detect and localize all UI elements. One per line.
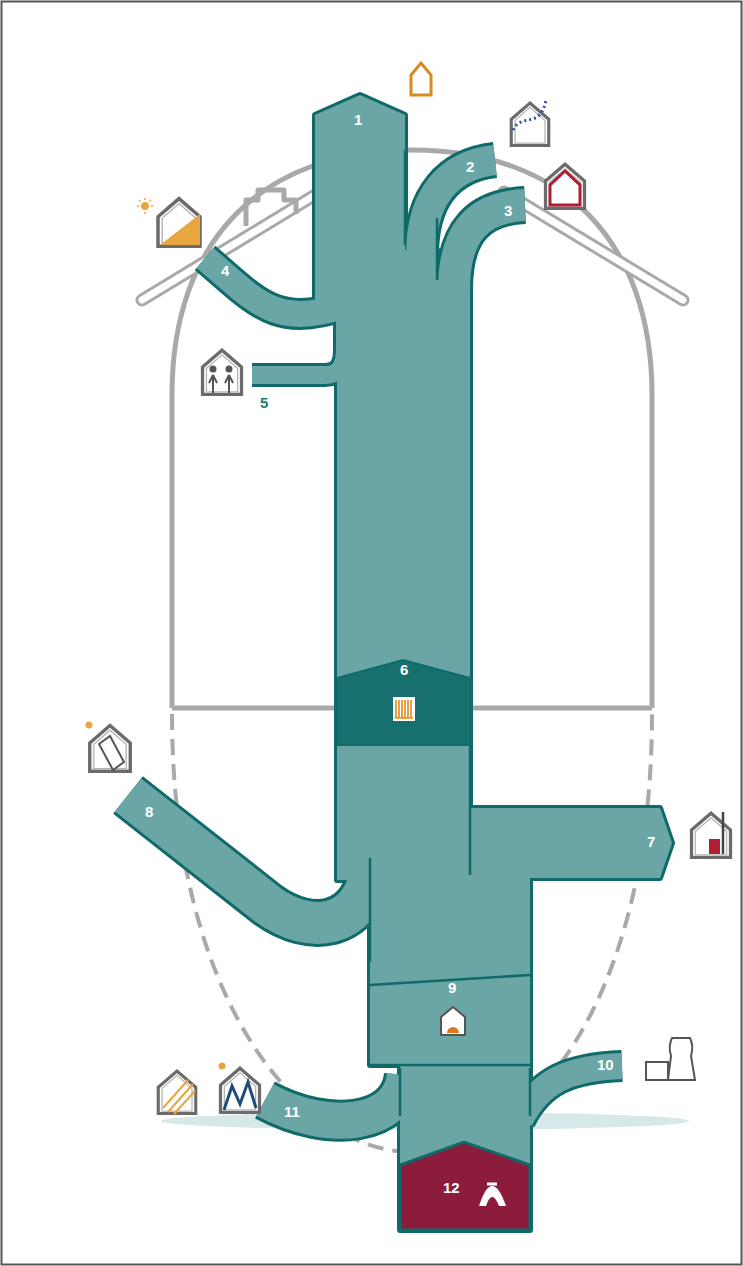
callout-holder: 2 xyxy=(463,157,477,176)
solar-icon xyxy=(163,1080,195,1114)
people-icon xyxy=(210,366,217,373)
callout-holder: 3 xyxy=(501,201,515,220)
house-icon xyxy=(203,350,242,394)
house-icon xyxy=(546,164,585,208)
callout-holder: 4 xyxy=(218,261,232,280)
callout-holder: 10 xyxy=(594,1055,617,1074)
source-icon xyxy=(479,1186,506,1206)
callout-number: 5 xyxy=(260,394,268,411)
people-icon xyxy=(209,375,233,393)
chimney-loss-icon xyxy=(722,812,725,854)
collector-icon xyxy=(99,736,124,770)
band-label: 6 xyxy=(397,660,411,679)
callout-holder: 7 xyxy=(644,832,658,851)
boiler-icon xyxy=(441,1007,465,1035)
callout-number: 7 xyxy=(647,833,655,850)
seam xyxy=(469,745,472,875)
ambient-icon xyxy=(224,1082,256,1110)
flow-outline xyxy=(128,95,672,1230)
radiator-icon xyxy=(395,700,413,718)
callout-number: 6 xyxy=(400,661,408,678)
callout-number: 12 xyxy=(443,1179,460,1196)
radiator-icon xyxy=(393,697,415,721)
house-icon xyxy=(692,813,731,857)
band-6 xyxy=(337,660,470,745)
plant-icon xyxy=(646,1062,668,1080)
roof-right xyxy=(504,192,683,300)
flow-fill xyxy=(128,95,672,1230)
roof-right-inner xyxy=(504,192,683,300)
band-icons xyxy=(393,697,506,1206)
trunk-outline xyxy=(315,95,672,1230)
band-label: 9 xyxy=(445,978,459,997)
seams xyxy=(370,150,530,1116)
flow-outline xyxy=(520,1066,622,1120)
trunk xyxy=(315,95,672,1230)
seam xyxy=(529,1068,532,1116)
house-icon xyxy=(158,199,200,247)
callout-number: 1 xyxy=(354,111,362,128)
flow-outline xyxy=(265,1075,405,1121)
seam xyxy=(369,858,372,962)
flow-11 xyxy=(265,1075,405,1121)
sun-icon xyxy=(219,1063,226,1070)
source-icon xyxy=(487,1183,497,1186)
band-label: 12 xyxy=(440,1178,463,1197)
callout-number: 9 xyxy=(448,979,456,996)
people-icon xyxy=(226,366,233,373)
seam xyxy=(404,150,407,245)
callout-number: 10 xyxy=(597,1056,614,1073)
sun-icon xyxy=(86,722,93,729)
callout-holder: 5 xyxy=(257,393,271,412)
house-icons xyxy=(86,63,731,1114)
callout-number: 4 xyxy=(221,262,229,279)
band-12 xyxy=(400,1142,530,1230)
envelope-icon xyxy=(550,171,580,205)
callout-holder: 1 xyxy=(351,110,365,129)
sun-icon xyxy=(137,198,153,214)
house-icon xyxy=(221,1068,260,1112)
seam xyxy=(436,218,439,280)
callout-number: 8 xyxy=(145,803,153,820)
plant-icon xyxy=(668,1038,695,1080)
sun-icon xyxy=(141,202,149,210)
flow-8 xyxy=(128,795,372,923)
callout-number: 2 xyxy=(466,158,474,175)
callout-number: 3 xyxy=(504,202,512,219)
chimney xyxy=(246,190,296,226)
callout-number: 11 xyxy=(284,1103,300,1120)
solar-gain-icon xyxy=(160,214,200,245)
flame-icon xyxy=(447,1027,459,1033)
flow-5 xyxy=(252,320,345,375)
seam xyxy=(399,1068,402,1116)
chimney-loss-icon xyxy=(709,839,720,854)
flow-10 xyxy=(520,1066,622,1120)
callout-holder: 11 xyxy=(281,1102,303,1121)
flow-outline xyxy=(252,320,345,375)
flow-outline xyxy=(454,205,525,290)
band-9-bottom xyxy=(370,1064,530,1067)
house-icon xyxy=(411,63,431,95)
callout-holder: 8 xyxy=(142,802,156,821)
house-icon xyxy=(158,1071,196,1114)
flow-3 xyxy=(454,205,525,290)
ventilation-icon xyxy=(513,100,546,130)
house-icon xyxy=(90,725,131,771)
